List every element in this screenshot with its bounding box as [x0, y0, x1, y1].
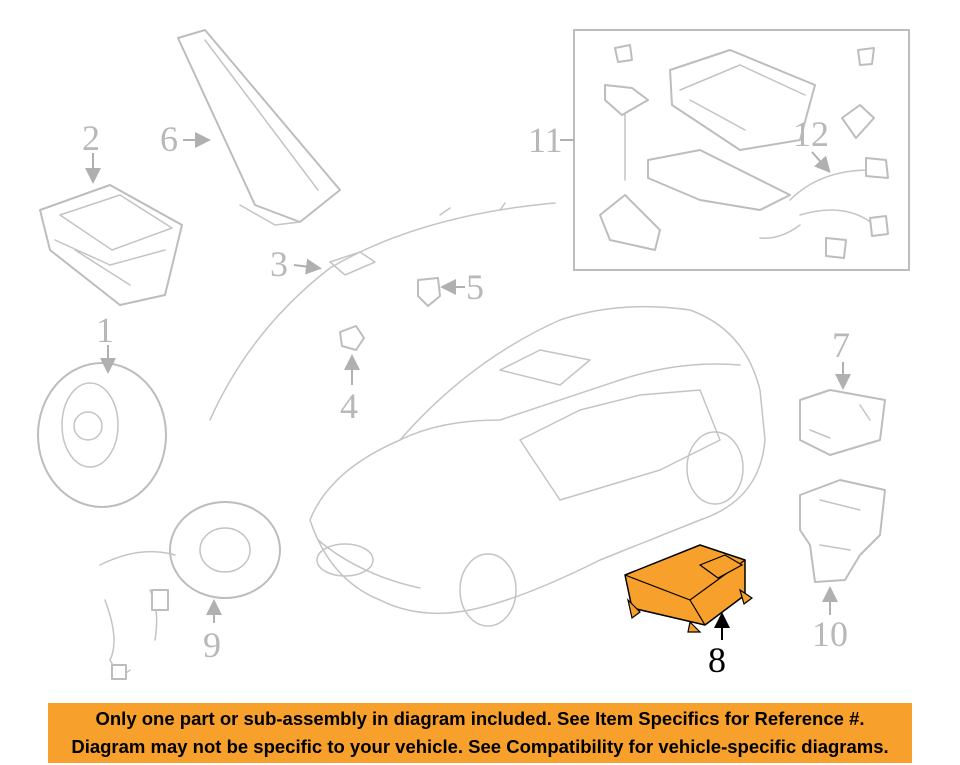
callout-9: 9 — [203, 625, 221, 665]
callout-3: 3 — [270, 244, 288, 284]
part-8-airbag-control-module — [624, 544, 754, 633]
part-10-sensor-bracket — [799, 479, 886, 583]
callout-7: 7 — [832, 325, 850, 365]
callout-12: 12 — [793, 114, 829, 154]
callout-8: 8 — [708, 640, 726, 680]
disclaimer-banner: Only one part or sub-assembly in diagram… — [48, 703, 912, 763]
part-5-sensor — [417, 277, 441, 307]
part-4-bolt — [339, 325, 365, 351]
part-1-driver-airbag — [37, 362, 167, 508]
part-2-passenger-airbag — [39, 184, 183, 306]
part-3-curtain-airbag — [209, 202, 556, 421]
parts-group-box — [573, 29, 910, 271]
callout-11: 11 — [528, 120, 563, 160]
disclaimer-line-2: Diagram may not be specific to your vehi… — [71, 736, 889, 757]
callout-5: 5 — [466, 267, 484, 307]
disclaimer-line-1: Only one part or sub-assembly in diagram… — [95, 708, 865, 729]
callout-2: 2 — [82, 118, 100, 158]
part-6-airbag-panel — [177, 29, 341, 226]
callout-4: 4 — [340, 386, 358, 426]
callout-1: 1 — [96, 310, 114, 350]
callout-6: 6 — [160, 119, 178, 159]
part-7-impact-sensor — [799, 389, 886, 456]
part-9-clock-spring — [99, 501, 281, 680]
vehicle-outline — [309, 305, 766, 627]
callout-10: 10 — [812, 614, 848, 654]
